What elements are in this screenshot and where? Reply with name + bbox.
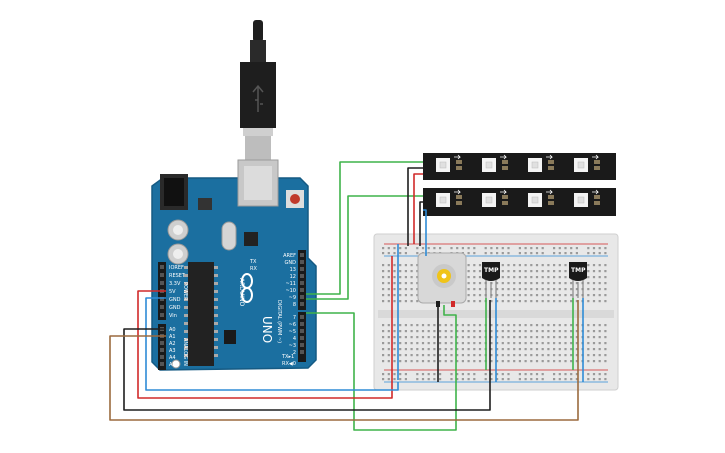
pin-label: AREF: [283, 253, 296, 259]
wire-red-5v: [137, 290, 393, 399]
pin-label: A1: [169, 334, 176, 340]
pin-label: 2: [293, 350, 296, 356]
pin-label: Vin: [169, 313, 177, 319]
arduino-model: UNO: [260, 316, 274, 343]
wire-green-strip1: [306, 161, 423, 295]
pin-label: RESET: [169, 273, 186, 279]
arduino-uno-board: ARDUINO UNO TX RX IOREF RESET 3.3V 5V GND GND…: [151, 159, 317, 371]
wire-black-strip2: [419, 201, 423, 246]
pin-label: ~3: [289, 343, 296, 349]
led-strip-2: [423, 188, 616, 216]
wire-green-motor: [306, 305, 457, 431]
temperature-sensor-2: TMP: [569, 262, 587, 298]
rx-label: RX: [250, 266, 257, 272]
digital-header-label: DIGITAL (PWM ~): [276, 300, 282, 343]
pin-label: 12: [290, 274, 296, 280]
usb-cable: [240, 20, 276, 162]
pin-label: A3: [169, 348, 176, 354]
wire-green-strip2: [306, 195, 423, 300]
led-strip-1: [423, 153, 616, 180]
pin-label: GND: [169, 305, 181, 311]
pin-label: ~6: [289, 322, 296, 328]
analog-header-label: ANALOG IN: [182, 338, 188, 366]
wire-brown-a0: [109, 300, 579, 421]
pin-label: 3.3V: [169, 281, 181, 287]
pin-label: GND: [169, 297, 181, 303]
atmega-chip: [188, 262, 214, 366]
dc-motor: [417, 252, 467, 307]
pin-label: GND: [285, 260, 297, 266]
pin-label: ~11: [285, 281, 296, 287]
pin-label: 7: [293, 315, 296, 321]
wires: [109, 161, 584, 431]
tx-label: TX: [249, 259, 257, 265]
pin-label: IOREF: [169, 265, 184, 271]
pin-label: ~5: [289, 329, 296, 335]
power-header-label: POWER: [182, 282, 188, 301]
wire-blue-gnd: [145, 297, 399, 391]
wire-black-a1: [123, 300, 491, 411]
digital-header-top: [298, 250, 306, 310]
pin-label: 13: [290, 267, 296, 273]
usb-icon: [252, 84, 264, 112]
arduino-logo: [241, 273, 253, 303]
analog-header: [158, 324, 166, 370]
rx-pin-label: RX◀0: [282, 361, 296, 367]
pin-label: ~9: [289, 295, 296, 301]
pin-label: A0: [169, 327, 176, 333]
pin-label: A5: [169, 362, 176, 368]
pin-label: 8: [293, 302, 296, 308]
wire-blue-strip2: [423, 209, 427, 256]
wire-black-strip1: [407, 167, 423, 246]
pin-label: ~10: [285, 288, 296, 294]
arduino-brand: ARDUINO: [238, 278, 245, 307]
pin-label: 4: [293, 336, 296, 342]
svg-text:TMP: TMP: [571, 267, 586, 274]
wire-red-strip1: [413, 173, 423, 244]
pin-label: A4: [169, 355, 176, 361]
tx-pin-label: TX▸1: [281, 354, 294, 360]
temperature-sensor-1: TMP: [482, 262, 500, 298]
pin-label: A2: [169, 341, 176, 347]
pin-label: 5V: [169, 289, 176, 295]
svg-text:TMP: TMP: [484, 267, 499, 274]
